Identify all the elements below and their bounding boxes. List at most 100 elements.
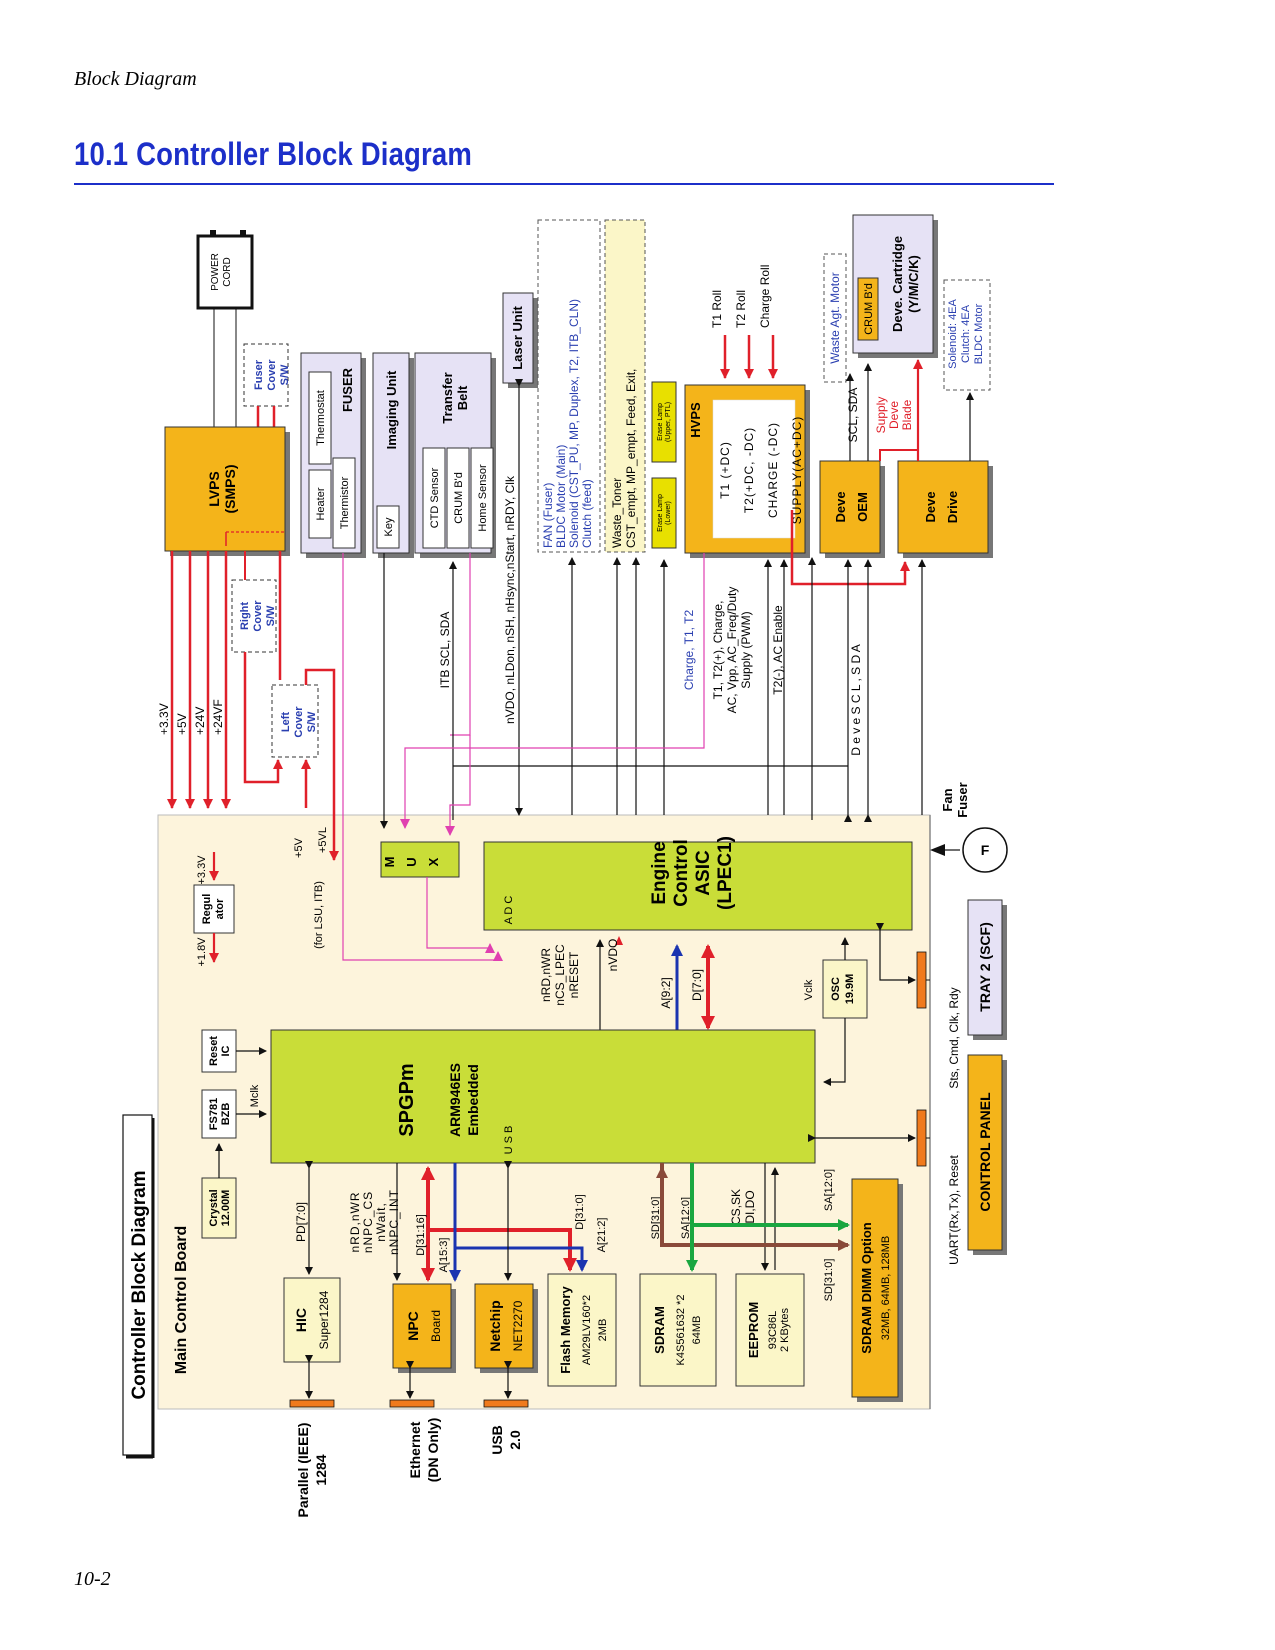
svg-text:T2(-), AC Enable: T2(-), AC Enable <box>771 605 785 695</box>
laser-unit-box <box>502 292 534 384</box>
svg-text:NET2270: NET2270 <box>511 1300 525 1351</box>
svg-text:32MB, 64MB, 128MB: 32MB, 64MB, 128MB <box>880 1236 892 1341</box>
left-cover-switch <box>271 684 319 758</box>
svg-text:CS,SKDI,DO: CS,SKDI,DO <box>729 1189 757 1225</box>
svg-text:Charge, T1, T2: Charge, T1, T2 <box>682 610 696 691</box>
svg-text:FanFuser: FanFuser <box>940 782 970 817</box>
svg-text:CONTROL PANEL: CONTROL PANEL <box>977 1092 993 1212</box>
svg-text:nVDO: nVDO <box>606 939 620 972</box>
svg-text:Waste Agt. Motor: Waste Agt. Motor <box>828 272 842 364</box>
svg-text:CRUM B'd: CRUM B'd <box>863 283 875 335</box>
svg-text:A[15:3]: A[15:3] <box>438 1238 450 1273</box>
svg-text:TRAY 2 (SCF): TRAY 2 (SCF) <box>977 922 993 1011</box>
svg-text:UART(Rx,Tx), Reset: UART(Rx,Tx), Reset <box>947 1154 961 1264</box>
svg-text:CRUM B'd: CRUM B'd <box>453 472 465 524</box>
svg-text:EEPROM: EEPROM <box>746 1302 761 1358</box>
fuser-cover-switch <box>243 343 289 407</box>
svg-text:SCL, SDA: SCL, SDA <box>846 388 860 443</box>
svg-text:Heater: Heater <box>315 487 327 520</box>
svg-text:Flash Memory: Flash Memory <box>558 1286 573 1374</box>
svg-text:+3.3V: +3.3V <box>196 855 208 885</box>
svg-text:Thermostat: Thermostat <box>315 390 327 446</box>
regulator-box <box>193 884 235 934</box>
svg-text:F: F <box>981 842 990 858</box>
svg-text:T1 (+DC)T2(+DC, -DC)CHARGE: T1 (+DC)T2(+DC, -DC)CHARGE (-DC)SUPPLY(A… <box>718 416 804 524</box>
svg-text:D[31:16]: D[31:16] <box>415 1214 427 1256</box>
svg-text:HIC: HIC <box>293 1308 309 1332</box>
deve-drive-box <box>897 460 989 554</box>
svg-text:T1, T2(+), Charge,AC, Vpp,: T1, T2(+), Charge,AC, Vpp, AC_Freq/DutyS… <box>711 587 753 714</box>
sensor-group <box>604 219 646 553</box>
page-header: Block Diagram 10.1 Controller Block Diag… <box>74 68 1054 185</box>
power-cord-label: POWERCORD <box>210 253 233 291</box>
svg-text:Thermistor: Thermistor <box>339 476 351 529</box>
svg-text:SDRAM DIMM Option: SDRAM DIMM Option <box>859 1222 874 1353</box>
fan-motor-group <box>537 219 601 553</box>
svg-text:93C86L2 KBytes: 93C86L2 KBytes <box>767 1307 791 1352</box>
engine-asic-box <box>483 841 913 931</box>
svg-text:U S B: U S B <box>503 1126 515 1155</box>
svg-text:EngineControlASIC(LPEC1): EngineControlASIC(LPEC1) <box>649 836 736 910</box>
fan-icon <box>962 827 1008 873</box>
lvps-box <box>164 426 286 552</box>
svg-text:SD[31:0]: SD[31:0] <box>650 1197 662 1240</box>
svg-text:Solenoid: 4EAClutch: 4EABLDC: Solenoid: 4EAClutch: 4EABLDC Motor <box>947 298 985 368</box>
svg-text:A[9:2]: A[9:2] <box>659 977 673 1008</box>
svg-text:Erase Lamp(Upper, PTL): Erase Lamp(Upper, PTL) <box>657 402 672 442</box>
board-label: Main Control Board <box>173 1226 190 1374</box>
svg-text:TransferBelt: TransferBelt <box>440 372 470 423</box>
svg-text:Waste_TonerCST_empt, MP_empt,: Waste_TonerCST_empt, MP_empt, Feed, Exit… <box>610 369 638 548</box>
svg-text:HVPS: HVPS <box>688 402 703 438</box>
netchip-box <box>474 1283 534 1369</box>
svg-text:Ethernet(DN Only): Ethernet(DN Only) <box>407 1418 441 1483</box>
svg-text:+24VF: +24VF <box>211 699 225 735</box>
power-cord-box <box>196 234 254 310</box>
svg-text:FS781BZB: FS781BZB <box>208 1098 232 1130</box>
svg-text:NPC: NPC <box>405 1311 421 1341</box>
waste-agt-motor <box>823 253 847 383</box>
svg-text:Deve. Cartridge(Y/M/C/K): Deve. Cartridge(Y/M/C/K) <box>890 236 921 332</box>
svg-text:Crystal12.00M: Crystal12.00M <box>208 1189 232 1226</box>
npc-box <box>392 1283 452 1369</box>
svg-text:+5V: +5V <box>175 713 189 735</box>
svg-text:SA[12:0]: SA[12:0] <box>680 1197 692 1239</box>
control-panel-box <box>967 1054 1003 1251</box>
svg-text:ResetIC: ResetIC <box>208 1036 232 1066</box>
svg-text:FUSER: FUSER <box>340 367 355 412</box>
svg-text:SD[31:0]: SD[31:0] <box>823 1259 835 1302</box>
erase-lamp-lower <box>651 477 677 549</box>
crystal-box <box>201 1177 237 1239</box>
svg-text:LeftCoverS/W: LeftCoverS/W <box>280 706 318 738</box>
svg-text:nVDO, nLDon, nSH, nHsync,nStar: nVDO, nLDon, nSH, nHsync,nStart, nRDY, C… <box>503 475 517 724</box>
svg-text:SPGPm: SPGPm <box>396 1063 418 1136</box>
svg-text:nRD,nWRnNPC_CSnWait,nNPC_INT: nRD,nWRnNPC_CSnWait,nNPC_INT <box>348 1189 401 1255</box>
svg-text:Netchip: Netchip <box>487 1300 503 1351</box>
svg-text:Laser Unit: Laser Unit <box>510 306 525 370</box>
svg-text:SA[12:0]: SA[12:0] <box>823 1169 835 1211</box>
svg-text:A[21:2]: A[21:2] <box>596 1218 608 1253</box>
svg-text:CTD Sensor: CTD Sensor <box>429 467 441 528</box>
svg-text:+5VL: +5VL <box>317 827 329 853</box>
svg-text:FuserCoverS/W: FuserCoverS/W <box>253 359 291 391</box>
tray2-box <box>967 899 1003 1036</box>
title-rule <box>74 183 1054 185</box>
fs781-box <box>201 1089 237 1139</box>
svg-text:Mclk: Mclk <box>249 1084 261 1107</box>
sdram-dimm-box <box>851 1178 899 1398</box>
svg-text:SDRAM: SDRAM <box>652 1306 667 1354</box>
svg-text:Erase Lamp(Lower): Erase Lamp(Lower) <box>657 494 672 532</box>
svg-text:nRD,nWRnCS_LPECnRESET: nRD,nWRnCS_LPECnRESET <box>539 944 581 1006</box>
svg-text:A D C: A D C <box>503 896 515 925</box>
erase-lamp-upper <box>651 381 677 463</box>
svg-text:Super1284: Super1284 <box>317 1290 331 1349</box>
svg-text:+1.8V: +1.8V <box>196 937 208 967</box>
page-number: 10-2 <box>74 1568 111 1590</box>
